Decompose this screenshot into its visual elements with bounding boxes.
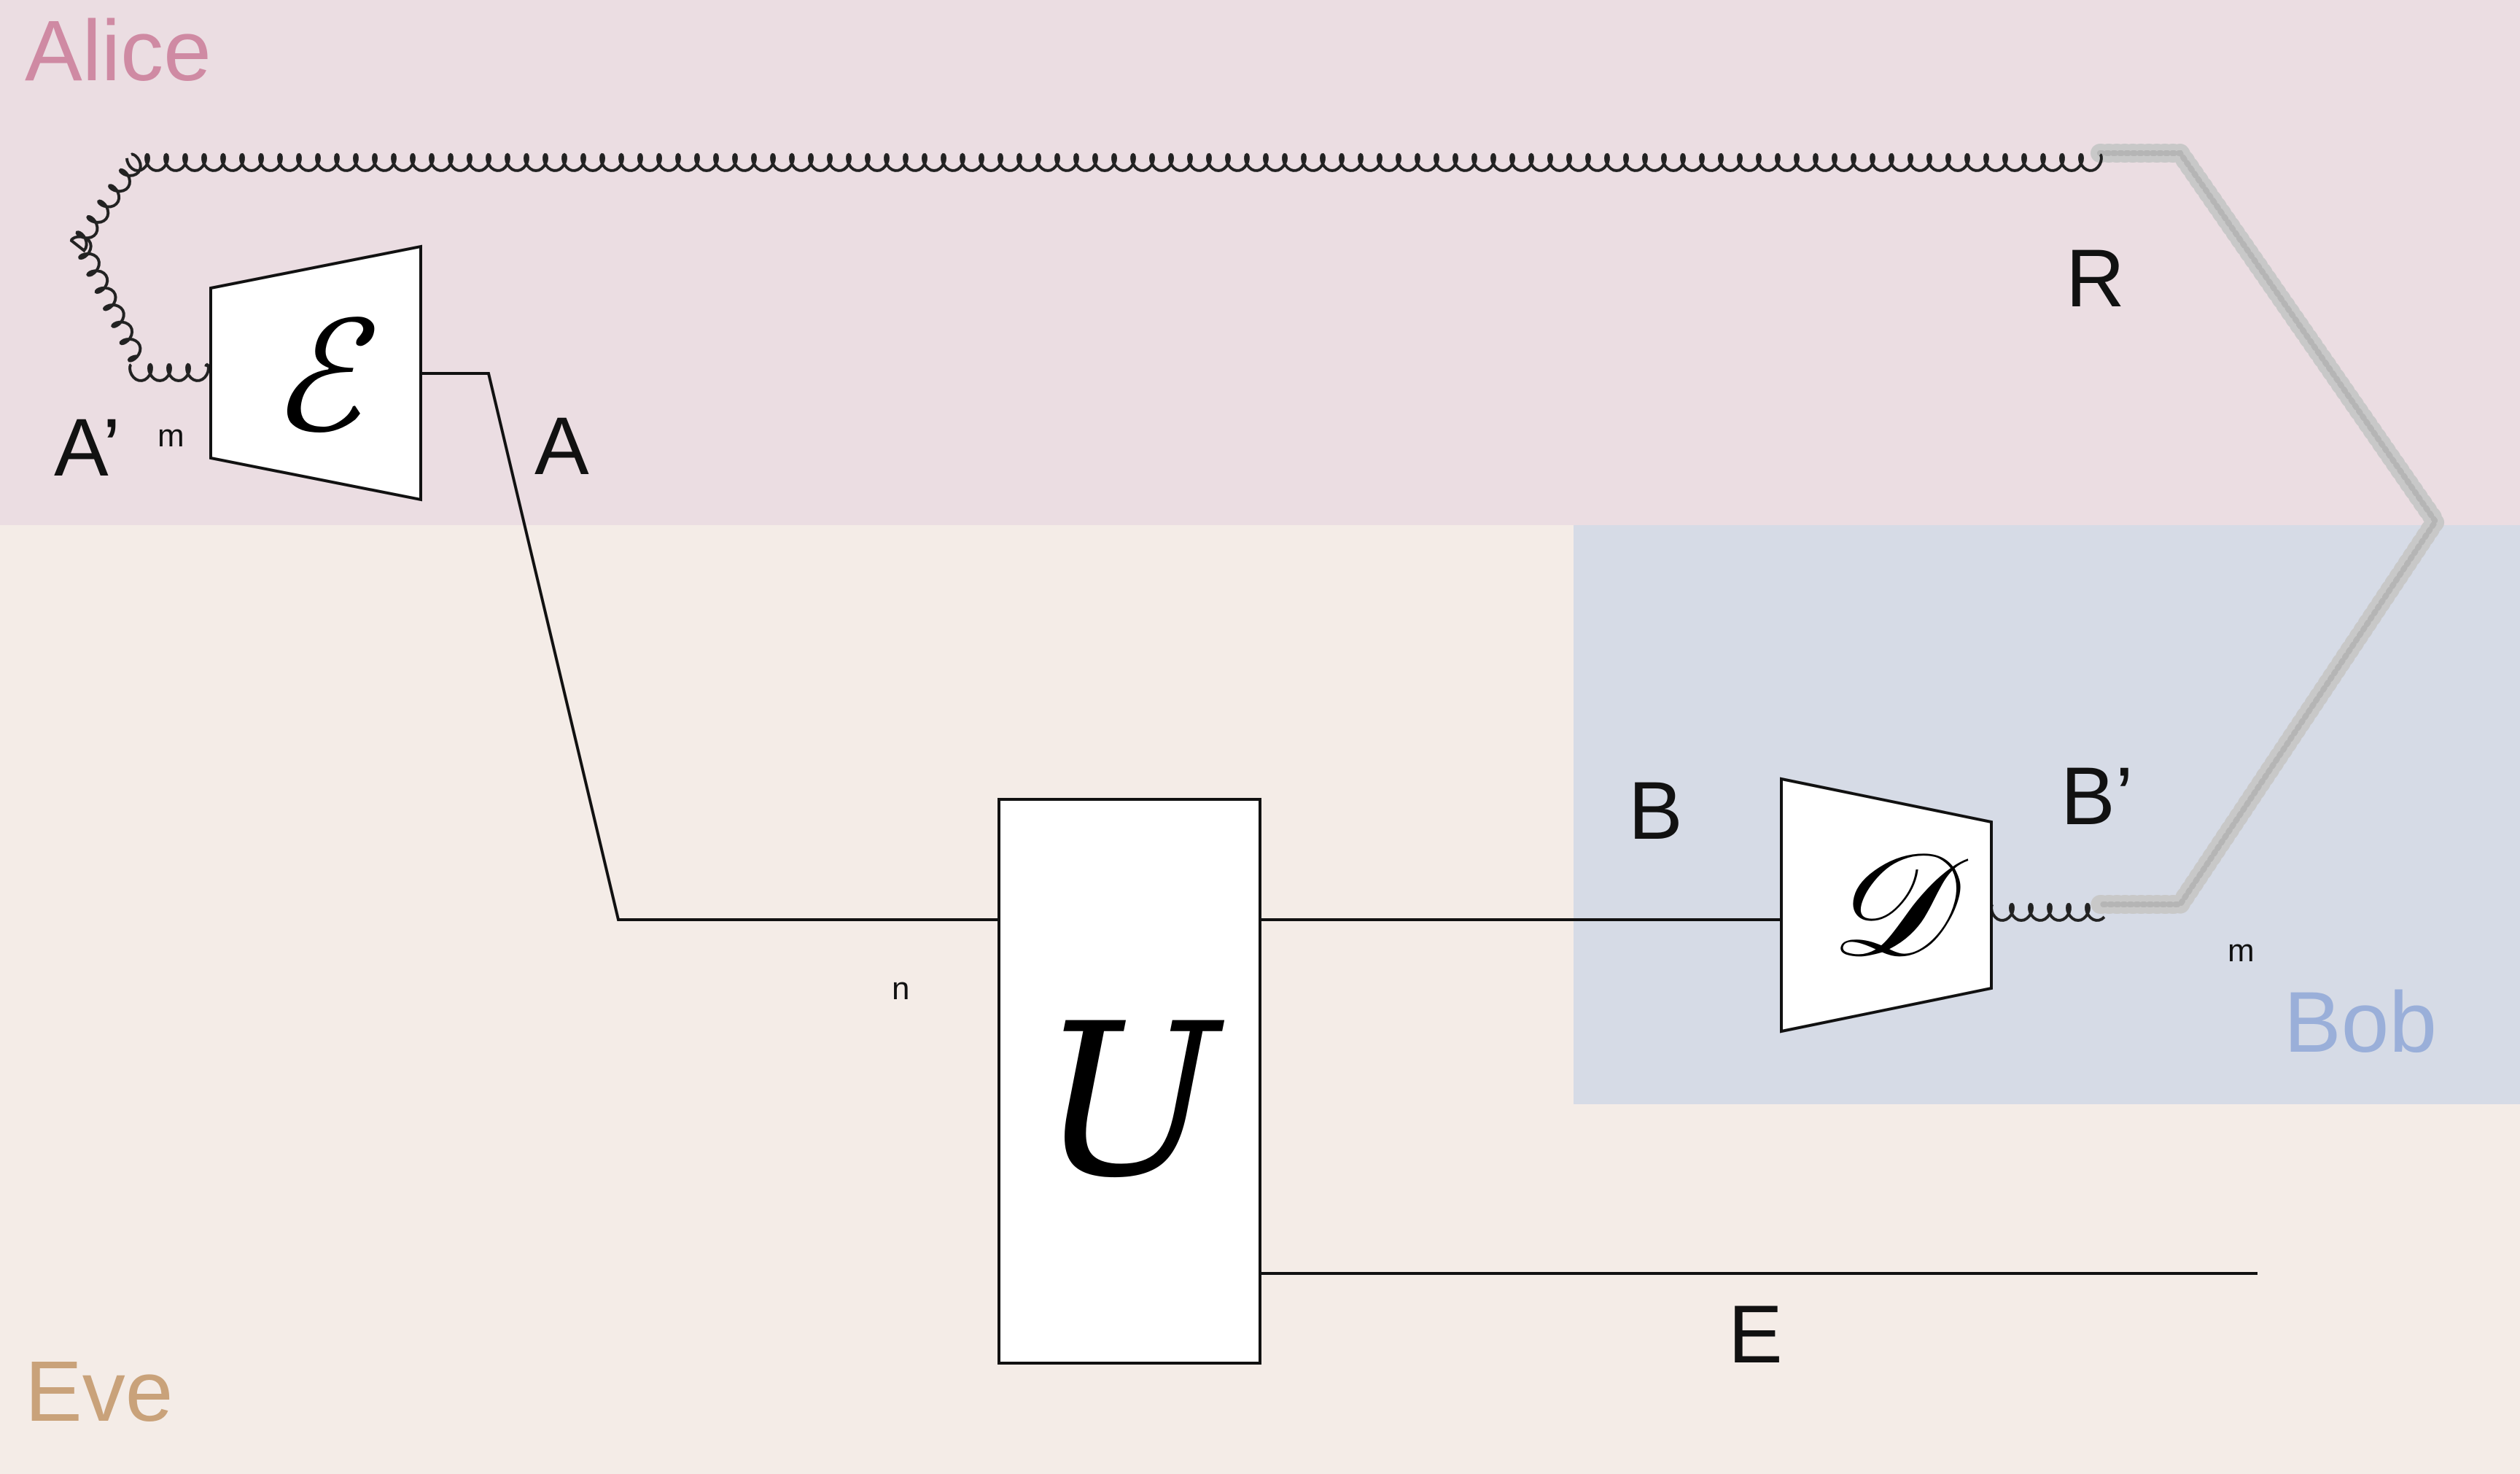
entangled-wire-a-prime	[128, 362, 210, 383]
unitary-symbol: U	[1041, 979, 1226, 1225]
quantum-wires	[421, 372, 2258, 1275]
unitary-box: U	[998, 798, 1261, 1365]
reference-wire-dotted	[2091, 144, 2447, 914]
label-a-prime: A’	[54, 402, 120, 493]
label-b-prime: B’	[2061, 750, 2134, 842]
dimension-m-output: m	[2228, 933, 2255, 969]
decoder-box: 𝒟	[1780, 777, 1993, 1033]
encoder-box: ℰ	[209, 244, 422, 502]
eve-label: Eve	[25, 1343, 173, 1440]
wire-a	[421, 372, 999, 921]
entangled-wire-left	[69, 152, 142, 362]
label-b: B	[1628, 765, 1683, 856]
label-a: A	[534, 400, 589, 492]
encoder-symbol: ℰ	[269, 288, 376, 467]
entangled-wire-b-prime	[1990, 902, 2106, 923]
label-e: E	[1728, 1289, 1783, 1380]
bob-label: Bob	[2284, 974, 2437, 1071]
dimension-m-input: m	[158, 418, 184, 454]
dimension-n: n	[892, 971, 909, 1006]
label-r: R	[2066, 233, 2125, 324]
entangled-wire-top	[125, 152, 2103, 173]
alice-label: Alice	[25, 3, 211, 99]
